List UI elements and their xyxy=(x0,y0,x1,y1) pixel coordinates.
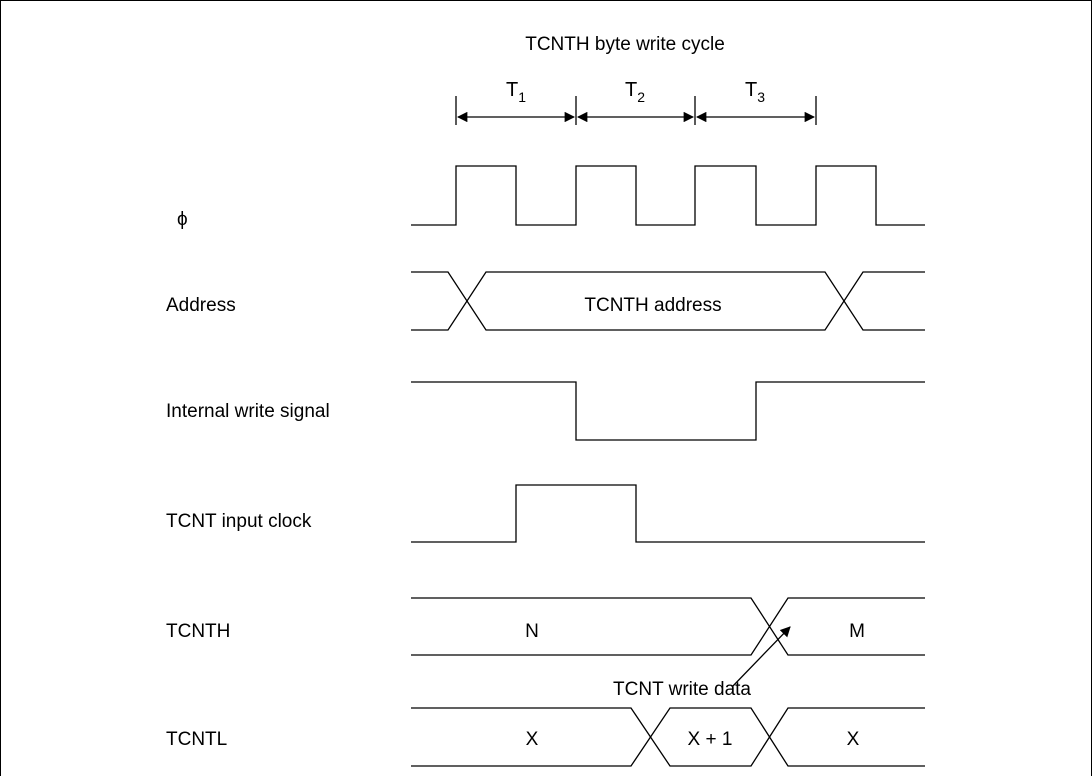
tcntl-signal-label: TCNTL xyxy=(166,729,227,750)
tcntl-value-3: X xyxy=(847,729,860,750)
timing-period-markers: T1 T2 T3 xyxy=(455,79,817,125)
tcntl-bus-waveform xyxy=(411,707,925,767)
tcntl-value-1: X xyxy=(526,729,539,750)
input-clock-signal-label: TCNT input clock xyxy=(166,511,312,532)
phi-signal-label: ϕ xyxy=(177,209,188,230)
tcnth-after-value: M xyxy=(849,621,865,642)
tcnth-before-value: N xyxy=(525,621,539,642)
phi-clock-waveform xyxy=(411,165,925,226)
address-bus-waveform xyxy=(411,271,925,331)
tcnth-signal-label: TCNTH xyxy=(166,621,230,642)
internal-write-waveform xyxy=(411,381,925,441)
period-label-t3: T3 xyxy=(745,79,765,105)
period-label-t1: T1 xyxy=(506,79,526,105)
tcntl-value-2: X + 1 xyxy=(688,729,733,750)
write-signal-label: Internal write signal xyxy=(166,401,330,422)
address-signal-label: Address xyxy=(166,295,236,316)
tcnt-input-clock-waveform xyxy=(411,484,925,543)
write-data-arrow xyxy=(731,626,791,688)
diagram-title: TCNTH byte write cycle xyxy=(525,34,725,55)
period-label-t2: T2 xyxy=(625,79,645,105)
address-value-label: TCNTH address xyxy=(584,295,721,316)
write-data-annotation: TCNT write data xyxy=(613,679,751,700)
tcnth-bus-waveform xyxy=(411,597,925,656)
